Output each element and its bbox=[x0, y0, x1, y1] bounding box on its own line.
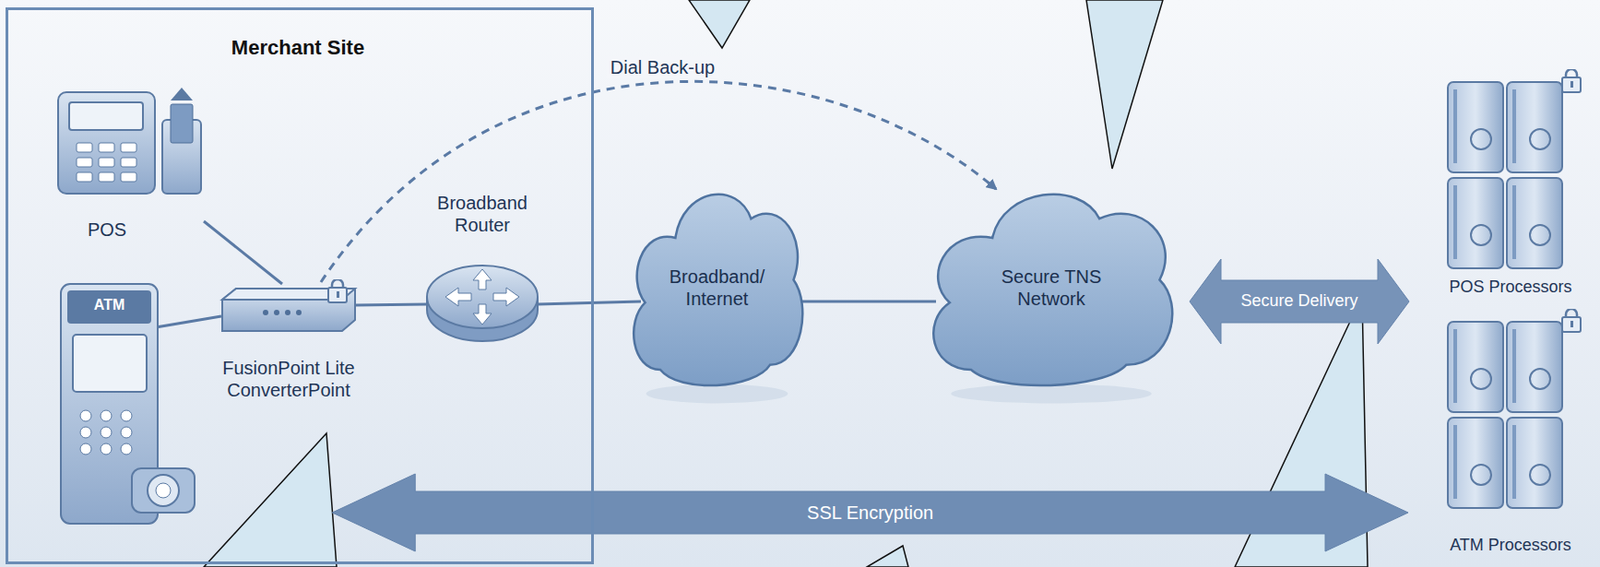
connector-label: Dial Back-up bbox=[606, 56, 719, 79]
converter-device: FusionPoint Lite ConverterPoint bbox=[210, 279, 371, 409]
callout-pointer bbox=[688, 0, 750, 48]
pos-terminal: POS bbox=[56, 87, 204, 245]
atm-machine: ATM bbox=[56, 279, 195, 534]
link-line bbox=[537, 301, 641, 305]
internet-cloud: Broadband/ Internet bbox=[622, 165, 812, 406]
padlock bbox=[1562, 308, 1581, 332]
server-stack-icon bbox=[1427, 69, 1594, 277]
callout-pointer bbox=[866, 545, 909, 567]
callout-pointer bbox=[1086, 0, 1163, 169]
secure-delivery-arrow bbox=[1189, 259, 1410, 344]
connector-label: Secure Delivery bbox=[1240, 291, 1358, 312]
link-line bbox=[203, 221, 283, 285]
atm-processor-servers: ATM Processors bbox=[1427, 308, 1598, 563]
node-label: Broadband/ Internet bbox=[659, 265, 775, 310]
padlock bbox=[1562, 69, 1581, 93]
tns-network-cloud: Secure TNS Network bbox=[917, 165, 1186, 406]
link-line bbox=[355, 304, 427, 306]
server-stack-icon bbox=[1427, 308, 1594, 517]
node-label: FusionPoint Lite ConverterPoint bbox=[210, 356, 368, 402]
padlock bbox=[328, 279, 347, 303]
node-label: POS Processors bbox=[1427, 277, 1594, 298]
node-label: Broadband Router bbox=[422, 191, 543, 237]
callout-pointer bbox=[203, 433, 337, 567]
merchant-site-box: Merchant SitePOS ATM FusionPoint Lite Conv… bbox=[5, 7, 594, 565]
atm-machine-icon bbox=[56, 279, 200, 531]
pos-terminal-icon bbox=[56, 87, 209, 217]
node-label: Merchant Site bbox=[5, 35, 591, 60]
pos-processor-servers: POS Processors bbox=[1427, 69, 1598, 305]
node-label: POS bbox=[56, 218, 158, 241]
node-label: ATM Processors bbox=[1427, 535, 1594, 557]
node-label: Secure TNS Network bbox=[972, 265, 1130, 310]
broadband-router: Broadband Router bbox=[422, 191, 546, 349]
node-label: ATM bbox=[60, 296, 158, 314]
link-line bbox=[802, 300, 937, 304]
link-line bbox=[155, 316, 222, 328]
converter-device-icon bbox=[210, 279, 368, 337]
connector-label: SSL Encryption bbox=[806, 501, 934, 524]
ssl-encryption-band bbox=[331, 474, 1409, 552]
